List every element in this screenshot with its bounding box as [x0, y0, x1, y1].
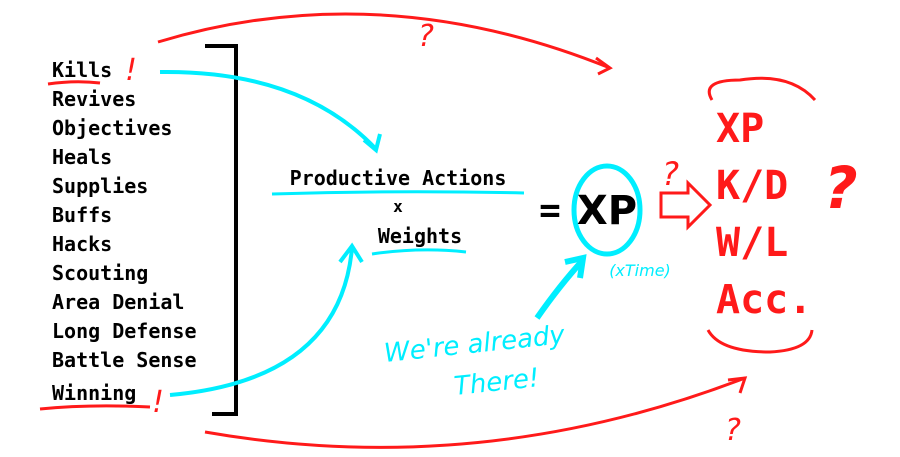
- metrics-list: XP K/D W/L Acc.: [716, 106, 812, 323]
- formula-numerator: Productive Actions: [290, 166, 507, 190]
- xp-circle: [571, 163, 643, 257]
- question-mark: ?: [418, 19, 434, 54]
- annotation-line2: There!: [453, 363, 541, 402]
- action-item: Supplies: [52, 174, 148, 198]
- action-item: Heals: [52, 145, 112, 169]
- action-list: Kills Revives Objectives Heals Supplies …: [52, 58, 197, 405]
- top-arc-arrow: [157, 12, 611, 70]
- question-mark: ?: [662, 155, 679, 193]
- action-item: Long Defense: [52, 319, 197, 343]
- metric-item: Acc.: [716, 277, 812, 323]
- denominator-underline: [371, 248, 467, 256]
- question-mark: ?: [725, 413, 741, 448]
- formula-denominator: Weights: [378, 224, 462, 248]
- metrics-top-bracket: [707, 76, 817, 102]
- exclaim-mark: !: [125, 53, 137, 88]
- metric-item: XP: [716, 106, 764, 152]
- kills-arrow: [159, 69, 377, 150]
- metric-item: K/D: [716, 163, 788, 209]
- kills-underline: [47, 80, 101, 86]
- action-item: Kills: [52, 58, 112, 82]
- implies-arrow-icon: [659, 179, 713, 231]
- action-item: Scouting: [52, 261, 148, 285]
- action-item: Objectives: [52, 116, 172, 140]
- question-mark-large: ?: [824, 154, 858, 222]
- action-item: Revives: [52, 87, 136, 111]
- action-item: Area Denial: [52, 290, 184, 314]
- winning-underline: [39, 404, 151, 411]
- action-item: Battle Sense: [52, 348, 197, 372]
- winning-arrow: [169, 247, 354, 397]
- equals-sign: =: [539, 190, 561, 231]
- annotation-line1: We're already: [383, 320, 567, 369]
- formula-operator: x: [393, 197, 403, 216]
- already-there-arrow: [534, 257, 586, 320]
- bracket: [205, 44, 238, 416]
- formula-result: XP: [577, 188, 637, 234]
- bottom-arc-arrow: [204, 376, 746, 449]
- action-item: Winning: [52, 381, 136, 405]
- numerator-underline: [271, 190, 525, 196]
- metric-item: W/L: [716, 220, 788, 266]
- exclaim-mark: !: [152, 385, 164, 420]
- metrics-bottom-bracket: [706, 329, 814, 354]
- action-item: Hacks: [52, 232, 112, 256]
- time-note: (xTime): [609, 261, 671, 280]
- action-item: Buffs: [52, 203, 112, 227]
